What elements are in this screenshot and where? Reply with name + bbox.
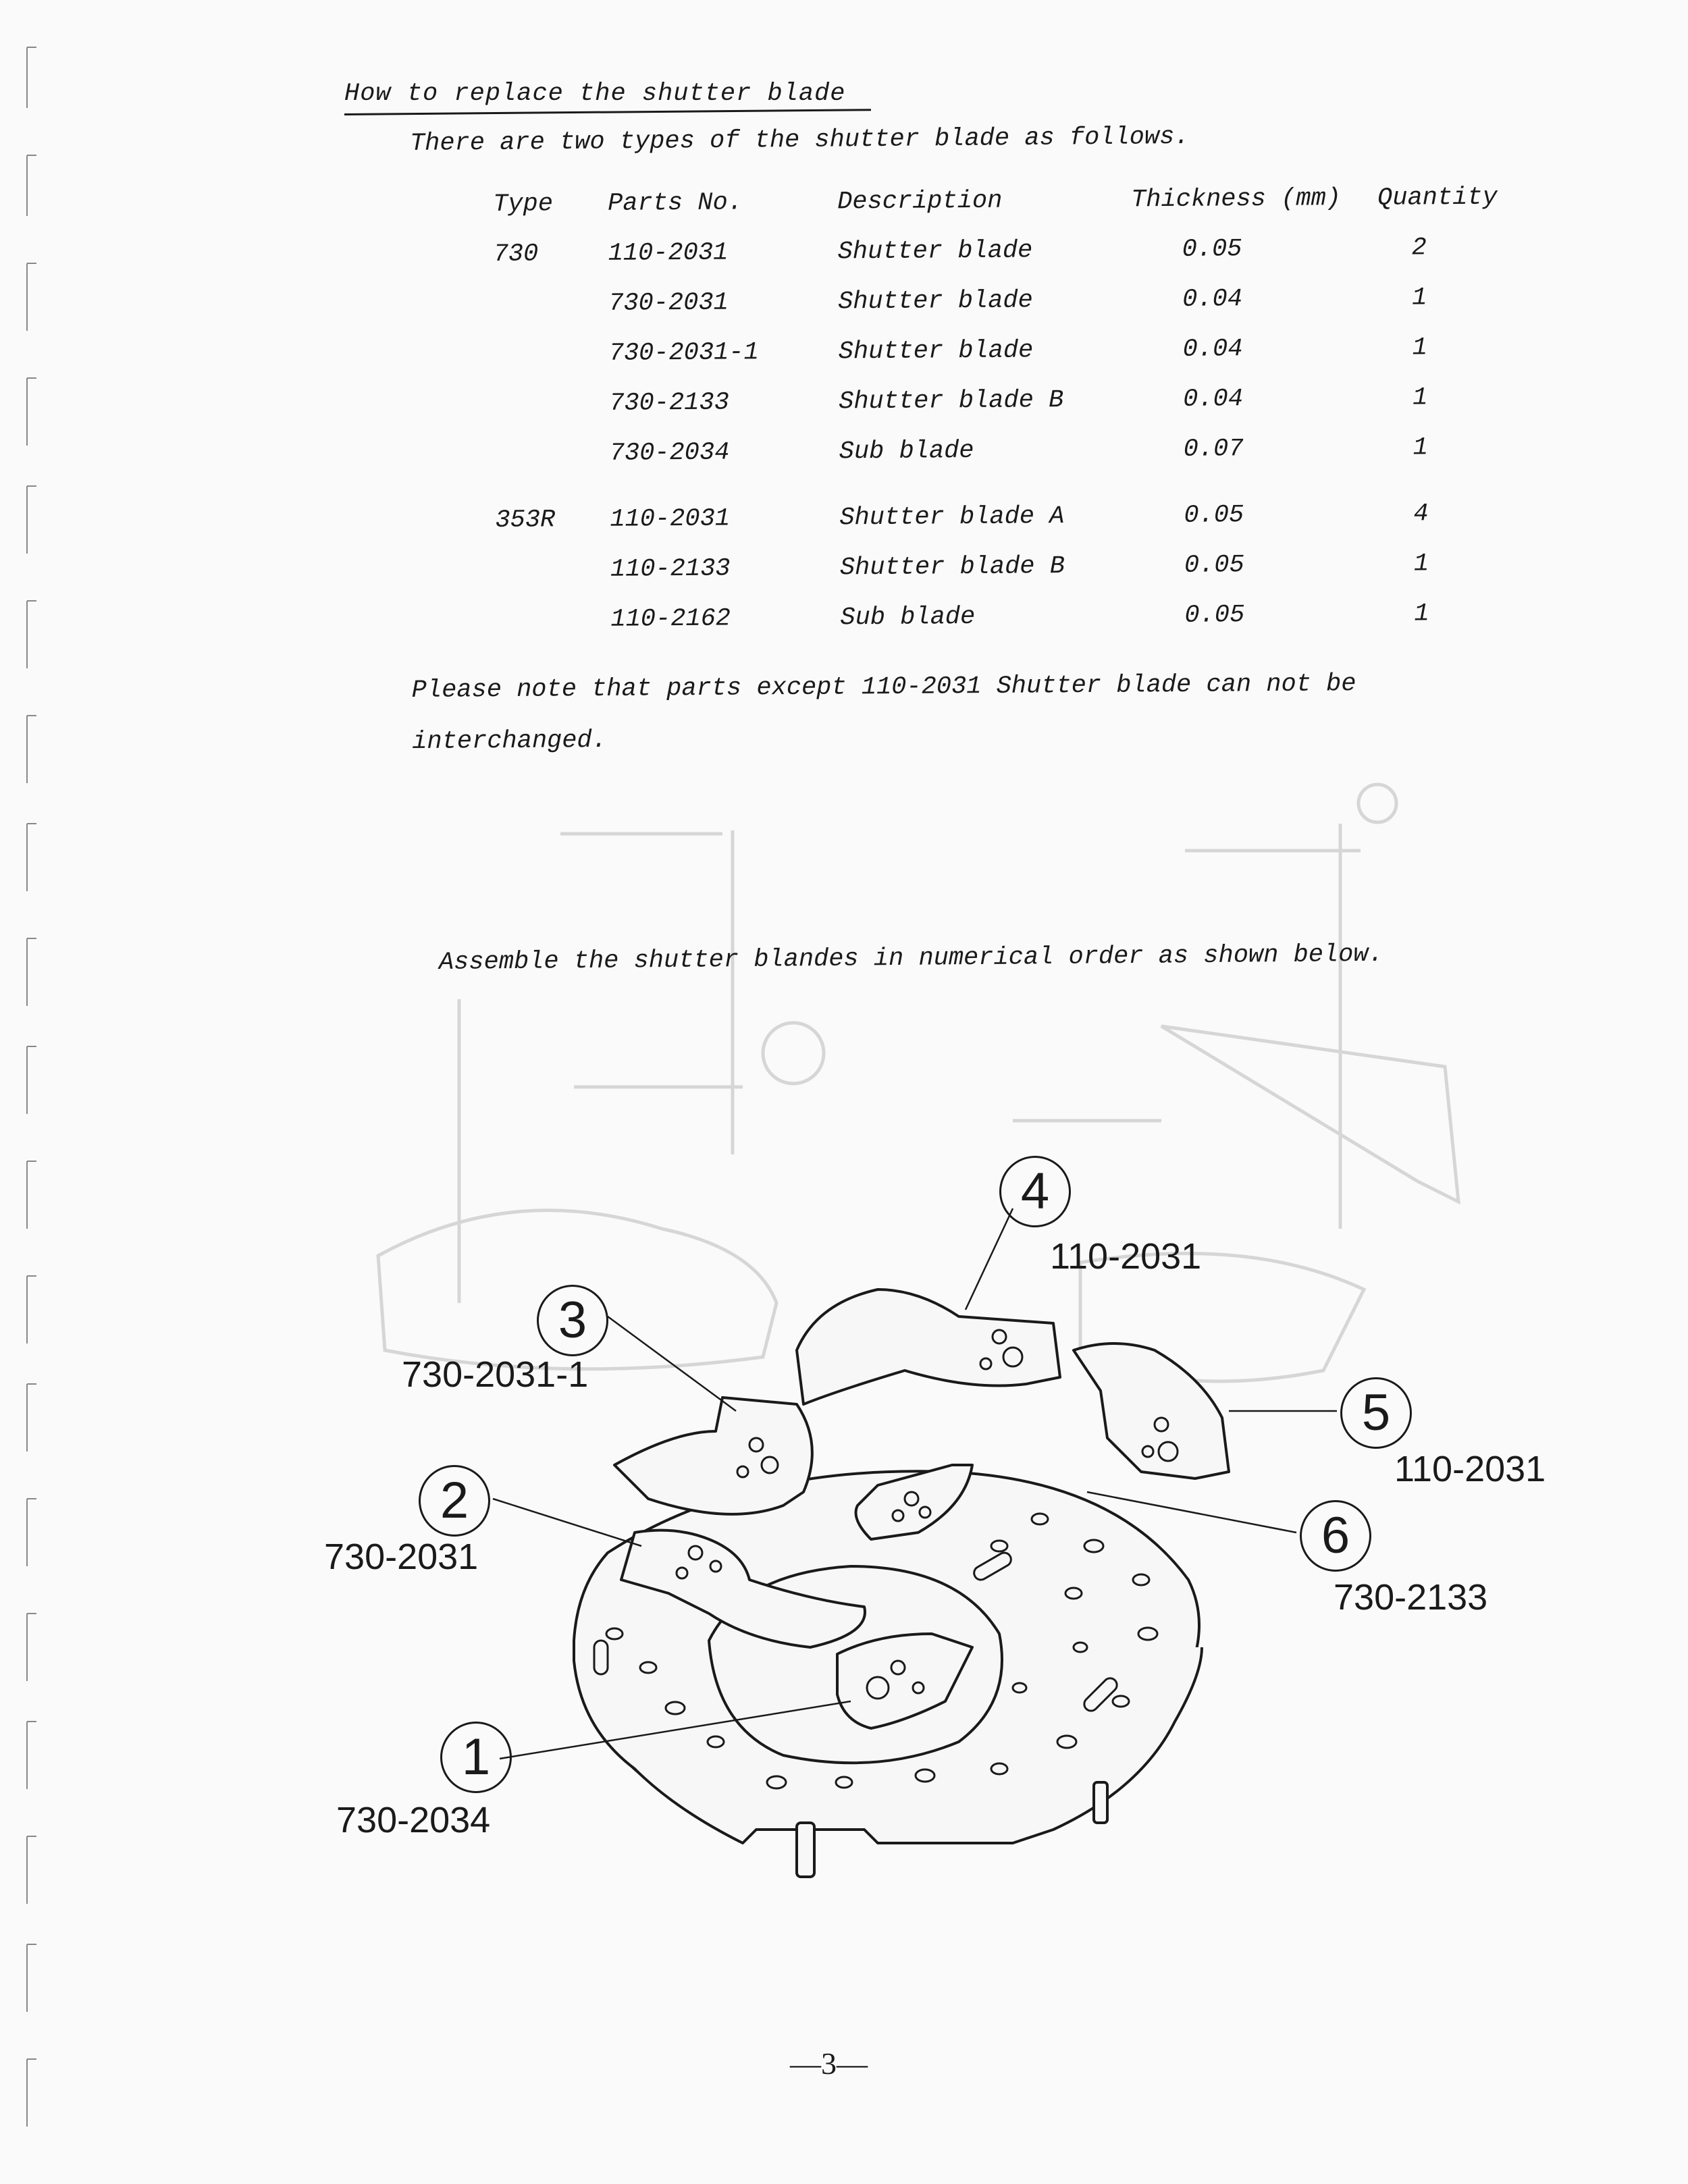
leader-2 <box>492 1497 642 1547</box>
base-pin <box>1092 1781 1109 1824</box>
callout-number-2: 2 <box>419 1465 490 1537</box>
callout-number-3: 3 <box>537 1285 608 1356</box>
binding-edge <box>26 47 36 2127</box>
blade-2 <box>620 1528 866 1649</box>
callout-number-5: 5 <box>1340 1377 1412 1449</box>
callout-number-6: 6 <box>1300 1500 1371 1572</box>
callout-part-3: 730-2031-1 <box>402 1354 589 1395</box>
callout-part-4: 110-2031 <box>1050 1236 1202 1277</box>
section-heading: How to replace the shutter blade <box>344 80 846 108</box>
blade-1 <box>836 1632 974 1730</box>
leader-4 <box>964 1208 1014 1310</box>
leader-6 <box>1086 1491 1297 1534</box>
callout-part-5: 110-2031 <box>1394 1449 1546 1489</box>
leader-3 <box>607 1315 737 1412</box>
blade-6 <box>854 1464 974 1541</box>
callout-part-6: 730-2133 <box>1334 1577 1488 1618</box>
callout-number-1: 1 <box>440 1722 512 1793</box>
blade-3 <box>613 1396 814 1516</box>
blade-4 <box>795 1288 1061 1406</box>
leader-1 <box>499 1700 851 1760</box>
callout-number-4: 4 <box>999 1156 1071 1227</box>
callout-part-1: 730-2034 <box>336 1800 491 1840</box>
callout-part-2: 730-2031 <box>324 1537 479 1577</box>
base-pin <box>795 1821 816 1878</box>
blade-5 <box>1072 1342 1230 1480</box>
page-number: —3— <box>790 2046 868 2081</box>
